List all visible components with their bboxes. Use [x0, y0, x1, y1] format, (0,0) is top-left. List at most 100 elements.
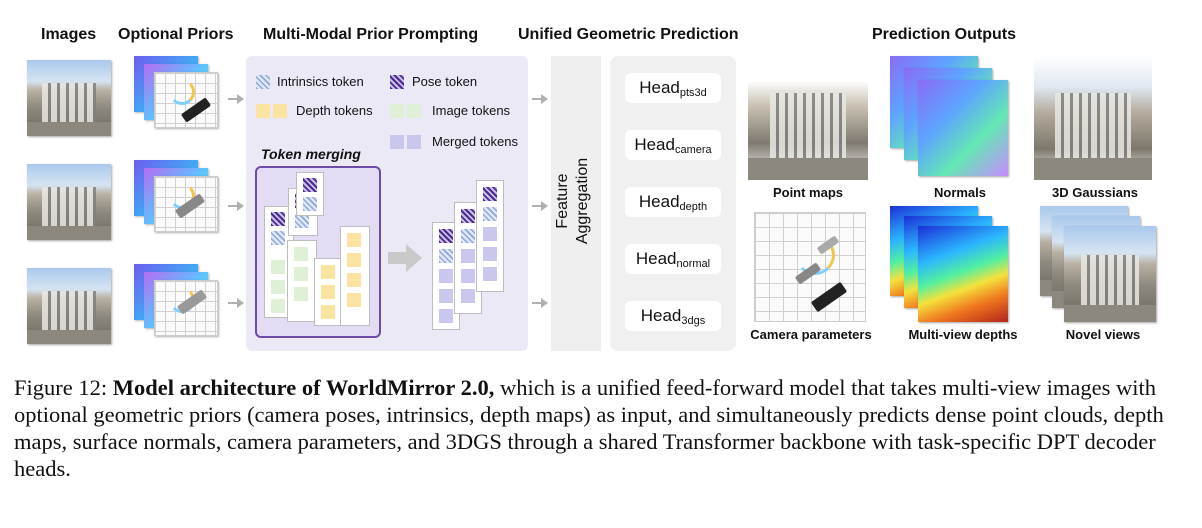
input-image-2: [27, 164, 111, 240]
arrow-right-icon: [532, 94, 548, 104]
pose-token: [483, 187, 497, 201]
output-label-normals: Normals: [933, 185, 987, 200]
arrow-right-icon: [228, 94, 244, 104]
input-image-1: [27, 60, 111, 136]
header-prediction-outputs: Prediction Outputs: [872, 26, 1016, 43]
normals-stack: [890, 56, 1020, 180]
novel-views-stack: [1040, 206, 1162, 324]
token-column: [287, 240, 317, 322]
merged-token-column: [476, 180, 504, 292]
pose-token: [303, 178, 317, 192]
legend-swatch-merged: [390, 135, 404, 149]
prior-layer-pose: [154, 176, 218, 232]
depth-token: [347, 273, 361, 287]
intrinsics-token: [295, 214, 309, 228]
caption-bold: Model architecture of WorldMirror 2.0,: [112, 375, 495, 400]
intrinsics-token: [303, 197, 317, 211]
head-label: Head: [634, 135, 675, 154]
token-column: [314, 258, 344, 326]
legend-swatch-depth: [256, 104, 270, 118]
head-subscript: depth: [679, 201, 708, 213]
image-token: [271, 280, 285, 294]
head-label: Head: [638, 192, 680, 211]
legend-swatch-merged-2: [407, 135, 421, 149]
token-column: [340, 226, 370, 326]
header-images: Images: [41, 26, 97, 43]
arrow-right-icon: [532, 298, 548, 308]
depths-stack: [890, 206, 1022, 324]
depth-token: [321, 305, 335, 319]
depth-token: [321, 285, 335, 299]
output-label-camera-parameters: Camera parameters: [750, 327, 872, 342]
intrinsics-token: [439, 249, 453, 263]
legend-label-depth: Depth tokens: [296, 103, 373, 118]
merged-token: [439, 269, 453, 283]
feature-aggregation-line-1: Feature: [554, 173, 571, 229]
arrow-right-icon: [406, 244, 422, 272]
output-label-novel-views: Novel views: [1065, 327, 1141, 342]
prior-layer-pose: [154, 72, 218, 128]
intrinsics-token: [483, 207, 497, 221]
camera-trajectory-icon: [169, 79, 195, 105]
caption-prefix: Figure 12:: [14, 375, 113, 400]
feature-aggregation-line-2: Aggregation: [574, 157, 591, 245]
figure-caption: Figure 12: Model architecture of WorldMi…: [14, 374, 1189, 482]
legend-label-intrinsics: Intrinsics token: [277, 74, 364, 89]
merge-arrow-shaft: [388, 252, 408, 264]
prior-stack-1: [134, 56, 224, 142]
point-maps-image: [748, 56, 868, 180]
legend-swatch-image-2: [407, 104, 421, 118]
image-token: [294, 287, 308, 301]
output-label-point-maps: Point maps: [772, 185, 844, 200]
gaussians-image: [1034, 56, 1152, 180]
legend-swatch-depth-2: [273, 104, 287, 118]
depth-token: [321, 265, 335, 279]
token-column: [296, 172, 324, 216]
depth-map-3: [918, 226, 1008, 322]
merged-token: [439, 289, 453, 303]
image-token: [271, 299, 285, 313]
merged-token: [483, 227, 497, 241]
legend-swatch-pose: [390, 75, 404, 89]
image-token: [271, 260, 285, 274]
head-subscript: 3dgs: [681, 315, 706, 327]
head-subscript: camera: [674, 144, 712, 156]
merged-token: [483, 267, 497, 281]
novel-view-3: [1064, 226, 1156, 322]
header-optional-priors: Optional Priors: [118, 26, 234, 43]
merged-token: [461, 249, 475, 263]
arrow-right-icon: [532, 201, 548, 211]
legend-label-merged: Merged tokens: [432, 134, 518, 149]
merged-token: [483, 247, 497, 261]
header-unified-prediction: Unified Geometric Prediction: [518, 26, 739, 43]
head-label: Head: [635, 249, 677, 268]
head-subscript: normal: [676, 258, 711, 270]
depth-token: [347, 293, 361, 307]
head-subscript: pts3d: [679, 87, 707, 99]
token-merging-label: Token merging: [261, 146, 361, 162]
prior-stack-3: [134, 264, 224, 350]
legend-label-pose: Pose token: [412, 74, 478, 89]
legend-label-image: Image tokens: [432, 103, 511, 118]
output-label-gaussians: 3D Gaussians: [1052, 185, 1138, 200]
prior-stack-2: [134, 160, 224, 246]
legend-swatch-intrinsics: [256, 75, 270, 89]
image-token: [294, 267, 308, 281]
pose-token: [271, 212, 285, 226]
prior-layer-pose: [154, 280, 218, 336]
image-token: [294, 247, 308, 261]
merged-token: [461, 269, 475, 283]
caption-text: which is a unified feed-forward model th…: [14, 375, 1164, 481]
merged-token: [439, 309, 453, 323]
depth-token: [347, 233, 361, 247]
intrinsics-token: [461, 229, 475, 243]
input-image-3: [27, 268, 111, 344]
header-prior-prompting: Multi-Modal Prior Prompting: [263, 26, 479, 43]
arrow-right-icon: [228, 201, 244, 211]
camera-parameters-plot: [754, 212, 866, 322]
